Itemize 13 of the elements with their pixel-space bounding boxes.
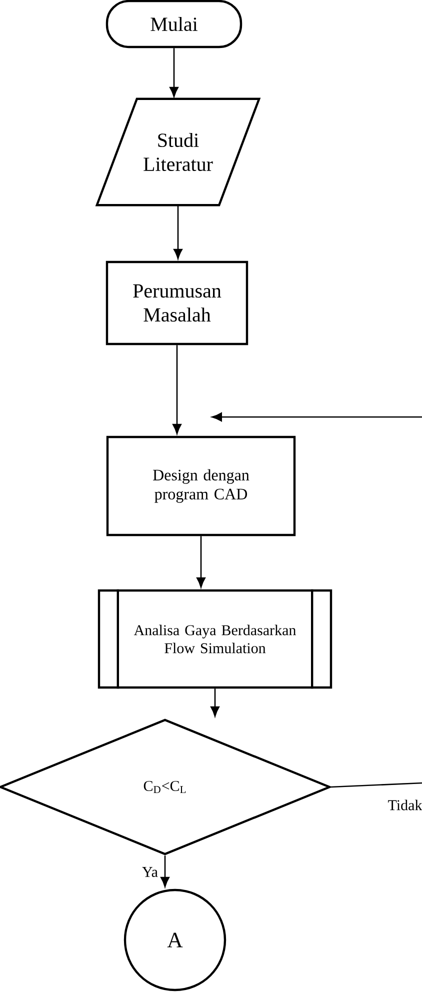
edge-label: Tidak (386, 798, 422, 812)
arrow (210, 688, 220, 717)
arrow (196, 536, 206, 588)
process-box: Perumusan Masalah (106, 260, 248, 346)
predefined-process-box: Analisa Gaya Berdasarkan Flow Simulation (98, 589, 332, 689)
arrow (170, 48, 178, 98)
edge-label: Ya (141, 866, 159, 878)
arrow (160, 856, 170, 888)
start-terminal: Mulai (106, 0, 242, 48)
arrow (172, 345, 182, 434)
arrow (212, 412, 422, 422)
process-box: Design dengan program CAD (106, 436, 296, 536)
arrow (174, 205, 182, 260)
